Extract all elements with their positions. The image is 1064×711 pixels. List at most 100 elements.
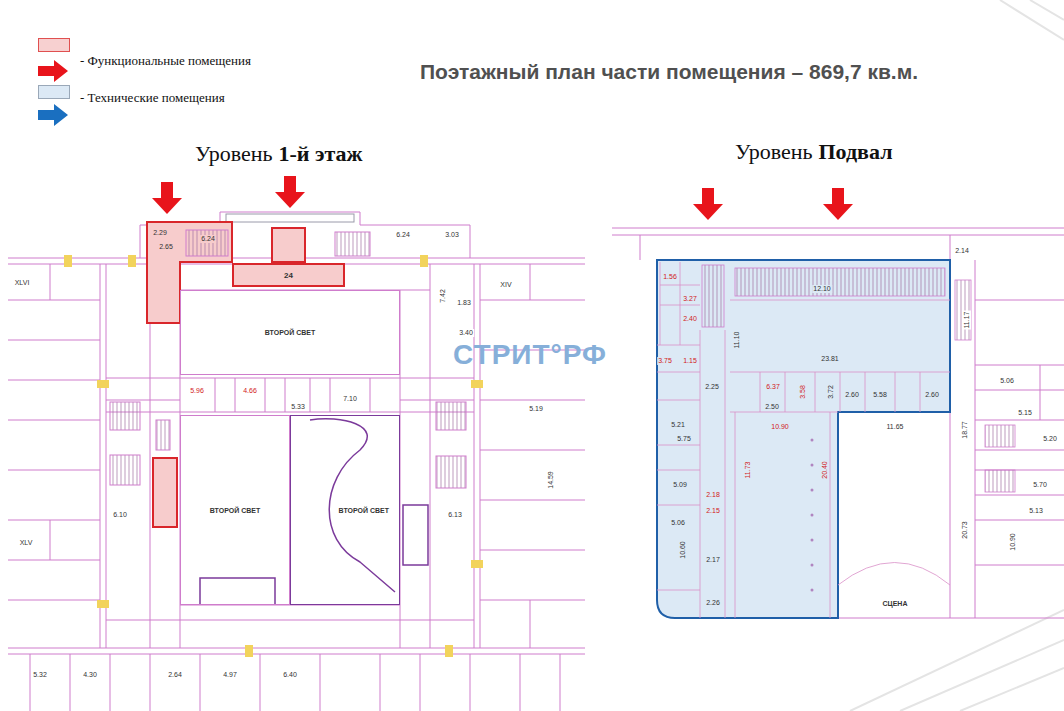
stage-outline <box>200 419 428 605</box>
dimension-label: 1.56 <box>662 273 678 281</box>
label-anchor: 6.40 <box>282 663 298 681</box>
dimension-label: 5.70 <box>1032 481 1048 489</box>
door-marks <box>64 255 483 657</box>
functional-room <box>147 222 232 323</box>
label-anchor: 7.10 <box>342 387 358 405</box>
dimension-label: 5.06 <box>999 377 1015 385</box>
title: Поэтажный план части помещения – 869,7 к… <box>420 60 918 83</box>
dimension-label: 23.81 <box>820 355 840 363</box>
dimension-label: 6.24 <box>395 231 411 239</box>
label-anchor: 12.10 <box>812 277 832 295</box>
dimension-label: 4.66 <box>242 387 258 395</box>
room-name: ВТОРОЙ СВЕТ <box>265 329 315 336</box>
label-anchor: 1.15 <box>682 349 698 367</box>
dimension-label: 1.15 <box>682 357 698 365</box>
label-anchor: 11.10 <box>725 331 743 350</box>
label-anchor: 5.15 <box>1017 401 1033 419</box>
dimension-label: 3.72 <box>827 384 835 400</box>
level-heading-text: Уровень <box>735 139 812 164</box>
label-anchor: 5.32 <box>32 663 48 681</box>
dimension-label: 2.26 <box>705 599 721 607</box>
watermark: СТРИТ°РФ <box>453 340 607 370</box>
dimension-label: 5.33 <box>290 403 306 411</box>
label-anchor: 18.77 <box>953 420 971 440</box>
label-anchor: 5.20 <box>1042 427 1058 445</box>
label-anchor: 2.15 <box>705 499 721 517</box>
label-anchor: 6.10 <box>112 503 128 521</box>
label-anchor: 3.75 <box>657 349 673 367</box>
room-name: ВТОРОЙ СВЕТ <box>339 507 389 514</box>
dimension-label: 6.24 <box>200 235 216 243</box>
label-anchor: 4.66 <box>242 379 258 397</box>
label-anchor: 2.50 <box>764 395 780 413</box>
dimension-label: 7.10 <box>342 395 358 403</box>
label-anchor: 5.06 <box>670 511 686 529</box>
label-anchor: 5.21 <box>670 413 686 431</box>
label-anchor: 10.90 <box>1001 532 1019 552</box>
label-anchor: 20.73 <box>953 520 971 540</box>
functional-room <box>153 458 177 527</box>
label-anchor: 2.25 <box>704 375 720 393</box>
dimension-label: 5.09 <box>672 481 688 489</box>
label-anchor: 6.13 <box>447 503 463 521</box>
label-anchor: 2.18 <box>705 483 721 501</box>
label-anchor: 3.58 <box>791 384 809 400</box>
legend-arrow <box>38 104 68 126</box>
legend-swatch <box>38 38 70 52</box>
dimension-label: 2.50 <box>764 403 780 411</box>
dimension-label: 5.21 <box>670 421 686 429</box>
dimension-label: 14.59 <box>547 470 555 490</box>
dimension-label: 5.32 <box>32 671 48 679</box>
dimension-label: 3.27 <box>682 295 698 303</box>
label-anchor: 11.65 <box>886 415 905 433</box>
label-anchor: 5.33 <box>290 395 306 413</box>
dimension-label: 5.06 <box>670 519 686 527</box>
dimension-label: 5.20 <box>1042 435 1058 443</box>
label-anchor: 5.96 <box>189 379 205 397</box>
dimension-label: 2.15 <box>705 507 721 515</box>
legend-anchor: - Технические помещения <box>80 88 225 106</box>
label-anchor: 11.17 <box>955 311 973 330</box>
label-anchor: 5.70 <box>1032 473 1048 491</box>
dimension-label: 11.10 <box>733 331 741 350</box>
dimension-label: 2.17 <box>705 556 721 564</box>
dimension-label: 6.10 <box>112 511 128 519</box>
legend-text: - Функциональные помещения <box>80 53 251 68</box>
dimension-label: 20.73 <box>961 520 969 540</box>
room: ВТОРОЙ СВЕТ <box>180 290 400 375</box>
room-name: 24 <box>284 271 293 280</box>
room: 24 <box>232 263 345 287</box>
dimension-label: 5.58 <box>872 391 888 399</box>
label-anchor: 5.19 <box>528 397 544 415</box>
label-anchor: 3.72 <box>819 384 837 400</box>
dimension-label: 11.65 <box>886 423 905 431</box>
label-anchor: 10.60 <box>671 540 689 560</box>
label-anchor: 4.97 <box>222 663 238 681</box>
dimension-label: 5.75 <box>676 435 692 443</box>
dimension-label: 3.40 <box>458 329 474 337</box>
label-anchor: 1.56 <box>662 265 678 283</box>
dimension-label: 2.29 <box>152 229 168 237</box>
dimension-label: 10.90 <box>1009 532 1017 552</box>
stairs <box>186 230 228 256</box>
legend-arrow <box>38 60 68 82</box>
dimension-label: 11.17 <box>963 311 971 330</box>
label-anchor: 2.14 <box>954 239 970 257</box>
dimension-label: 3.75 <box>657 357 673 365</box>
label-anchor: 5.13 <box>1028 499 1044 517</box>
dimension-label: 1.83 <box>456 299 472 307</box>
level-heading-text: 1-й этаж <box>278 141 362 166</box>
room-name: ВТОРОЙ СВЕТ <box>210 507 260 514</box>
columns <box>811 439 814 592</box>
label-anchor: 3.40 <box>458 321 474 339</box>
dimension-label: 2.14 <box>954 247 970 255</box>
dimension-label: 2.60 <box>924 391 940 399</box>
label-anchor: XLV <box>19 531 34 549</box>
dimension-label: 4.97 <box>222 671 238 679</box>
label-anchor: XIV <box>499 273 512 291</box>
floor-plan: Уровень1-й этажВТОРОЙ СВЕТ24ВТОРОЙ СВЕТВ… <box>8 138 585 711</box>
label-anchor: 20.40 <box>813 460 831 480</box>
legend-swatch <box>38 85 70 99</box>
pointer-arrows <box>152 176 853 220</box>
label-anchor: 5.09 <box>672 473 688 491</box>
